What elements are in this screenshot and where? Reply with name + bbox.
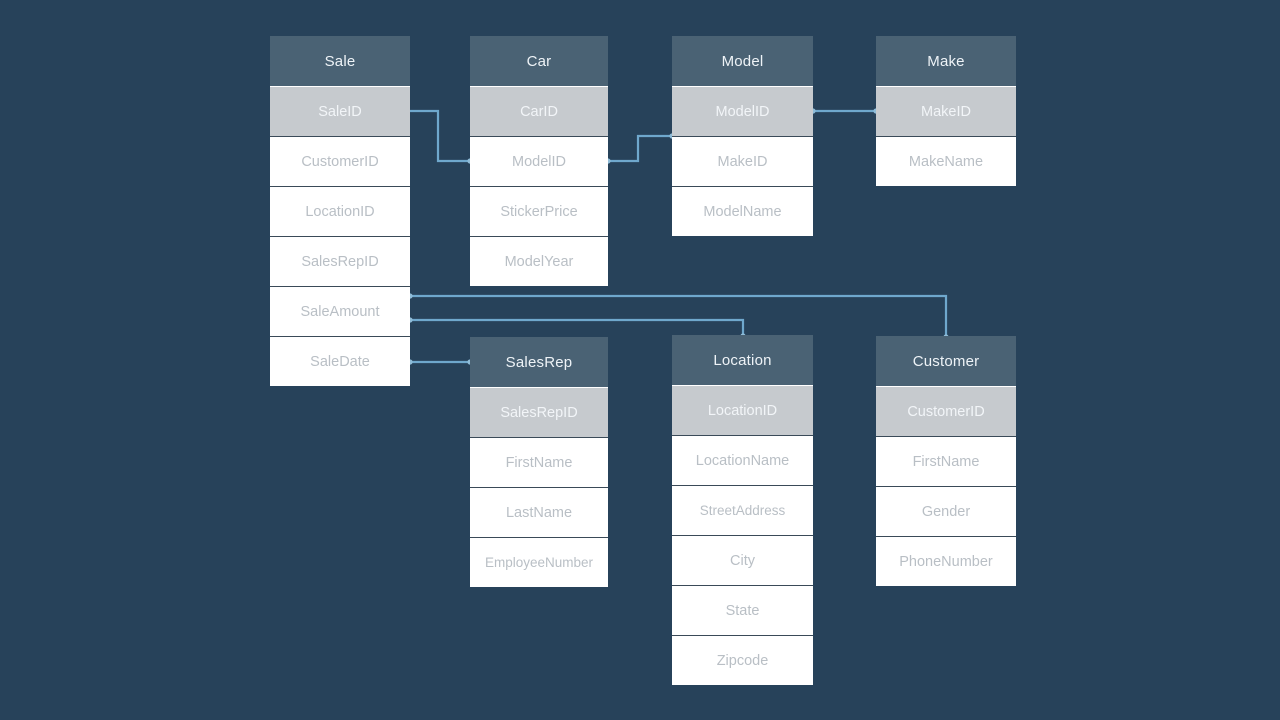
field-location-zipcode[interactable]: Zipcode (672, 635, 813, 685)
field-salesrep-firstname[interactable]: FirstName (470, 437, 608, 487)
field-customer-phonenumber[interactable]: PhoneNumber (876, 536, 1016, 586)
field-sale-locationid[interactable]: LocationID (270, 186, 410, 236)
entity-title-salesrep: SalesRep (470, 337, 608, 387)
field-customer-customerid[interactable]: CustomerID (876, 386, 1016, 436)
field-model-makeid[interactable]: MakeID (672, 136, 813, 186)
entity-title-sale: Sale (270, 36, 410, 86)
field-location-state[interactable]: State (672, 585, 813, 635)
connector-car-to-model (608, 134, 672, 163)
field-sale-saleid[interactable]: SaleID (270, 86, 410, 136)
field-car-carid[interactable]: CarID (470, 86, 608, 136)
field-salesrep-lastname[interactable]: LastName (470, 487, 608, 537)
entity-title-make: Make (876, 36, 1016, 86)
field-make-makeid[interactable]: MakeID (876, 86, 1016, 136)
field-car-modelyear[interactable]: ModelYear (470, 236, 608, 286)
entity-title-car: Car (470, 36, 608, 86)
field-sale-salesrepid[interactable]: SalesRepID (270, 236, 410, 286)
connector-sale-to-car (406, 109, 470, 163)
connector-sale-to-customer (410, 294, 948, 337)
field-salesrep-salesrepid[interactable]: SalesRepID (470, 387, 608, 437)
entity-title-model: Model (672, 36, 813, 86)
field-car-stickerprice[interactable]: StickerPrice (470, 186, 608, 236)
connector-sale-to-location (410, 318, 745, 336)
field-customer-gender[interactable]: Gender (876, 486, 1016, 536)
field-sale-saledate[interactable]: SaleDate (270, 336, 410, 386)
field-location-city[interactable]: City (672, 535, 813, 585)
field-location-streetaddress[interactable]: StreetAddress (672, 485, 813, 535)
field-location-locationname[interactable]: LocationName (672, 435, 813, 485)
field-customer-firstname[interactable]: FirstName (876, 436, 1016, 486)
field-model-modelname[interactable]: ModelName (672, 186, 813, 236)
entity-title-location: Location (672, 335, 813, 385)
field-sale-saleamount[interactable]: SaleAmount (270, 286, 410, 336)
field-location-locationid[interactable]: LocationID (672, 385, 813, 435)
field-model-modelid[interactable]: ModelID (672, 86, 813, 136)
field-car-modelid[interactable]: ModelID (470, 136, 608, 186)
field-sale-customerid[interactable]: CustomerID (270, 136, 410, 186)
field-make-makename[interactable]: MakeName (876, 136, 1016, 186)
field-salesrep-employeenumber[interactable]: EmployeeNumber (470, 537, 608, 587)
entity-title-customer: Customer (876, 336, 1016, 386)
